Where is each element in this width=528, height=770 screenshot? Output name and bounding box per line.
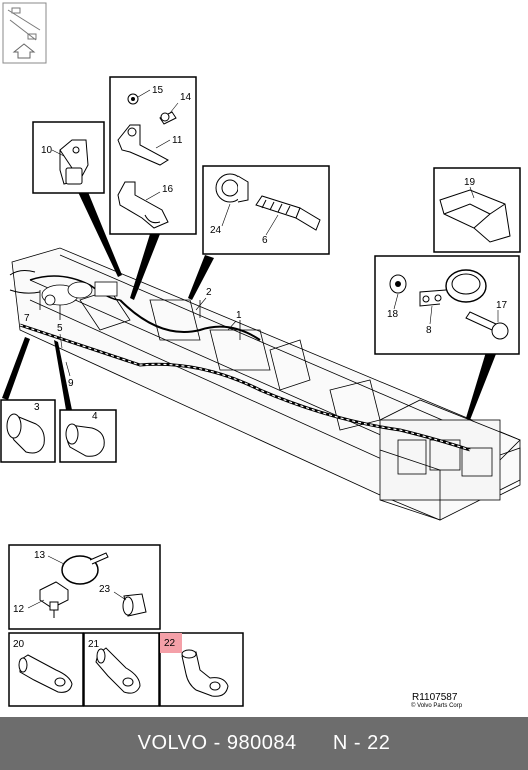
callout-9: 9 [68,378,74,389]
callout-14: 14 [180,92,192,103]
pointer-wedges [2,192,496,420]
box-part-19: 19 [433,167,521,253]
box-parts-11-14-15-16: 15 14 11 16 [109,76,197,235]
callout-22: 22 [164,638,176,649]
callout-23: 23 [99,584,111,595]
callout-18: 18 [387,309,399,320]
callout-16: 16 [162,184,174,195]
callout-13: 13 [34,550,46,561]
starter-motor [41,281,118,306]
nut-icon [127,93,139,105]
callout-1: 1 [236,310,242,321]
callout-5: 5 [57,323,63,334]
reference-code: R1107587 [412,692,458,703]
callout-3: 3 [34,402,40,413]
copyright-notice: © Volvo Parts Corp [411,703,463,709]
footer-page: N - 22 [332,732,391,754]
callout-7: 7 [24,313,30,324]
footer-separator: - [207,732,227,754]
boot-4-icon [65,423,105,457]
cover-cap-icon [439,189,511,243]
box-part-10: 10 [32,121,105,194]
footer-bar: VOLVO - 980084 N - 22 [0,717,528,770]
callout-21: 21 [88,639,100,650]
callout-15: 15 [152,85,164,96]
box-parts-8-17-18: 18 8 17 [374,255,520,355]
nut-18-icon [389,274,407,294]
callout-2: 2 [206,287,212,298]
callout-8: 8 [426,325,432,336]
stud-bolt-icon [255,195,321,231]
footer-part-number: 980084 [226,732,297,754]
callout-4: 4 [92,411,98,422]
callout-20: 20 [13,639,25,650]
nav-thumbnail[interactable] [2,2,47,64]
cable-lug-21-icon [95,647,141,694]
box-part-22: 22 [159,632,244,707]
footer-brand: VOLVO [137,732,208,754]
cable-tie-icon [61,552,109,585]
boot-3-icon [6,413,45,454]
callout-19: 19 [464,177,476,188]
box-parts-6-24: 24 6 [202,165,330,255]
clamp-ring-icon [419,269,487,307]
cable-lug-22-icon [181,649,229,697]
box-part-20: 20 [8,632,84,707]
callout-10: 10 [41,145,53,156]
box-part-3: 3 [0,399,56,463]
callout-6: 6 [262,235,268,246]
bolt-17-icon [465,311,509,340]
callout-17: 17 [496,300,508,311]
harness-cable [9,270,471,452]
highlight-marker [160,633,182,653]
grommet-icon [215,173,249,203]
callout-12: 12 [13,604,25,615]
callout-24: 24 [210,225,222,236]
cable-lug-20-icon [18,654,73,693]
bracket-icon [117,124,169,166]
clamp-icon [117,181,169,229]
up-arrow-icon[interactable] [12,43,36,59]
clip-icon [39,581,69,618]
callout-11: 11 [172,135,183,146]
rubber-bush-icon [122,593,147,617]
footer-gap [297,732,333,755]
bolt-icon [159,111,177,125]
box-parts-12-13-23: 13 12 23 [8,544,161,630]
box-part-4: 4 [59,409,117,463]
box-part-21: 21 [83,632,160,707]
